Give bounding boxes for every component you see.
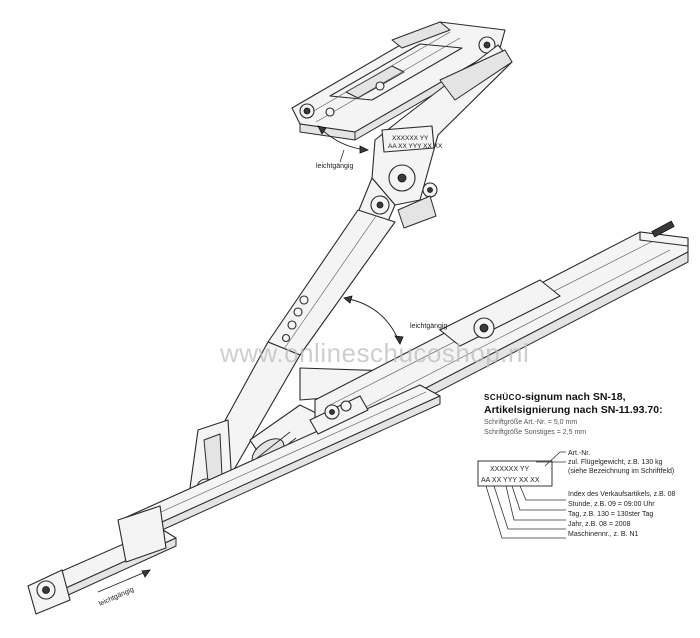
easy-running-label-middle: leichtgängig xyxy=(410,323,447,330)
legend-art-nr: Art.-Nr. xyxy=(568,450,590,457)
easy-running-label-top: leichtgängig xyxy=(316,163,353,170)
watermark-text: www.onlineschucoshop.nl xyxy=(219,338,529,368)
motion-arcs xyxy=(97,125,404,593)
part-marking-line2: AA XX YYY XX XX xyxy=(388,143,443,150)
legend-box-line2: AA XX YYY XX XX xyxy=(481,477,540,484)
lower-rail xyxy=(27,384,441,615)
legend-weight: zul. Flügelgewicht, z.B. 130 kg xyxy=(568,459,663,466)
legend-year: Jahr, z.B. 08 = 2008 xyxy=(568,521,631,528)
legend-machine: Maschinennr., z. B. N1 xyxy=(568,531,639,538)
legend-box-line1: XXXXXX YY xyxy=(490,466,530,473)
legend-day: Tag, z.B. 130 = 130ster Tag xyxy=(568,511,653,518)
legend-hour: Stunde, z.B. 09 = 09:00 Uhr xyxy=(568,501,655,508)
brand-logo: SCHÜCO xyxy=(484,393,522,402)
signature-info: SCHÜCO-signum nach SN-18, Artikelsignier… xyxy=(484,391,663,436)
font-size-art: Schriftgröße Art.-Nr. = 5,0 mm xyxy=(484,419,577,426)
svg-text:SCHÜCO-signum nach SN-18,: SCHÜCO-signum nach SN-18, xyxy=(484,391,626,403)
info-heading-2: Artikelsignierung nach SN-11.93.70: xyxy=(484,404,663,416)
marking-legend: XXXXXX YY AA XX YYY XX XX Art.-Nr. zul. … xyxy=(477,450,675,539)
info-heading-1: -signum nach SN-18, xyxy=(522,391,626,403)
part-marking-line1: XXXXXX YY xyxy=(392,135,429,142)
marking-box xyxy=(477,460,553,487)
legend-weight-note: (siehe Bezeichnung im Schriftfeld) xyxy=(568,468,674,475)
legend-index: Index des Verkaufsartikels, z.B. 08 xyxy=(568,491,675,498)
font-size-other: Schriftgröße Sonstiges = 2,5 mm xyxy=(484,429,586,436)
